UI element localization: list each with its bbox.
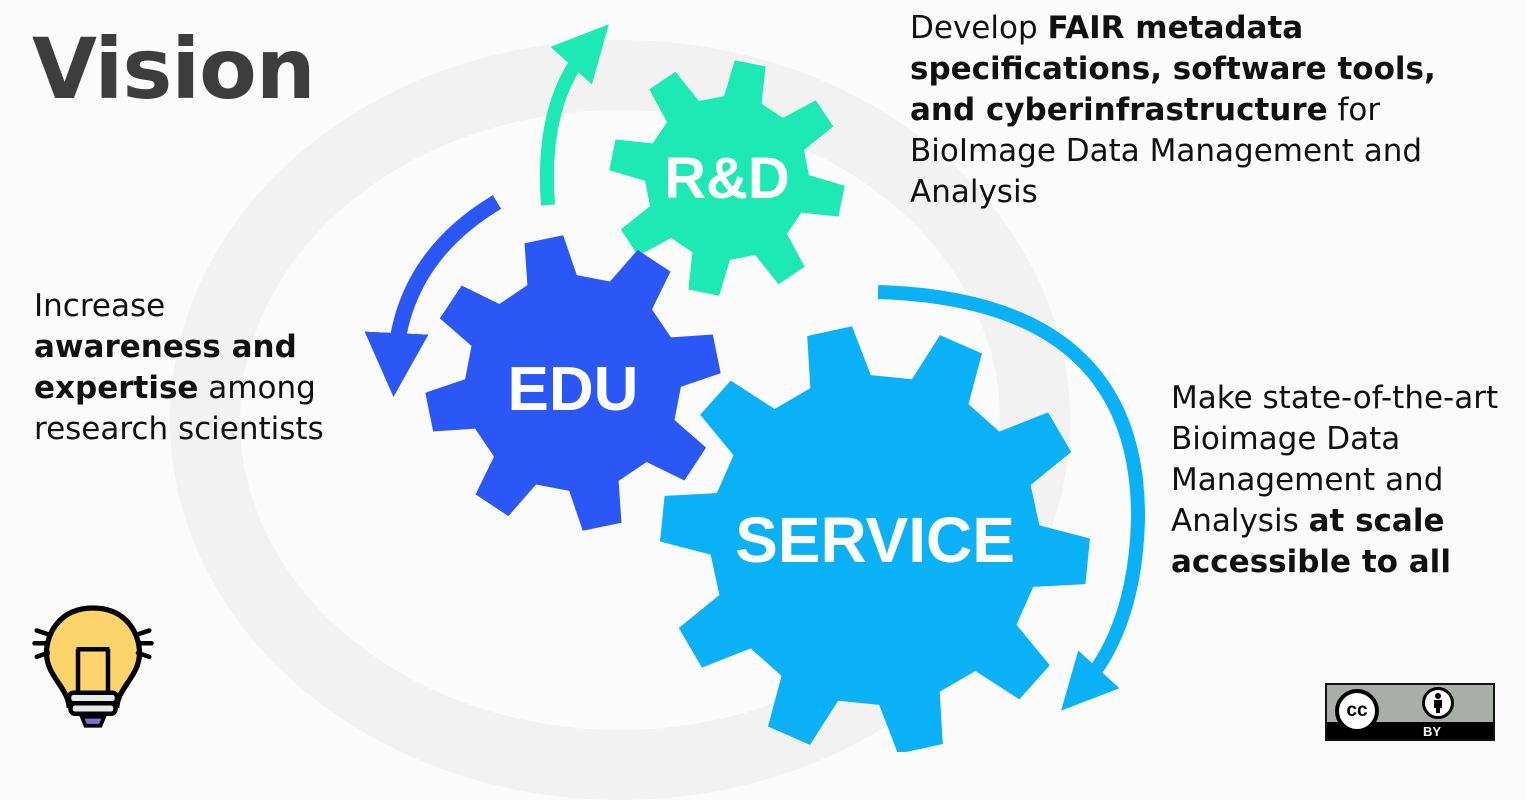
service-cycle-arrow [877,285,1146,711]
cc-logo: cc [1335,689,1379,733]
service-gear-label: SERVICE [735,504,1015,576]
edu-cycle-arrow [364,195,502,397]
cc-by-license-badge: cc BY [1325,683,1495,741]
service-gear [660,326,1090,752]
by-label: BY [1423,724,1442,739]
lightbulb-icon [32,605,154,728]
edu-description: Increase awareness and expertise among r… [34,288,324,447]
page-title: Vision [32,20,316,118]
edu-gear [425,235,721,531]
rd-gear [609,60,845,296]
rd-cycle-arrow [539,24,609,206]
edu-gear-label: EDU [508,355,639,424]
rd-description: Develop FAIR metadata specifications, so… [910,10,1436,210]
attribution-icon [1422,687,1454,719]
rd-gear-label: R&D [664,146,790,211]
gears-diagram: R&D EDU SERVICE [364,24,1146,752]
service-description: Make state-of-the-art Bioimage Data Mana… [1171,380,1499,580]
